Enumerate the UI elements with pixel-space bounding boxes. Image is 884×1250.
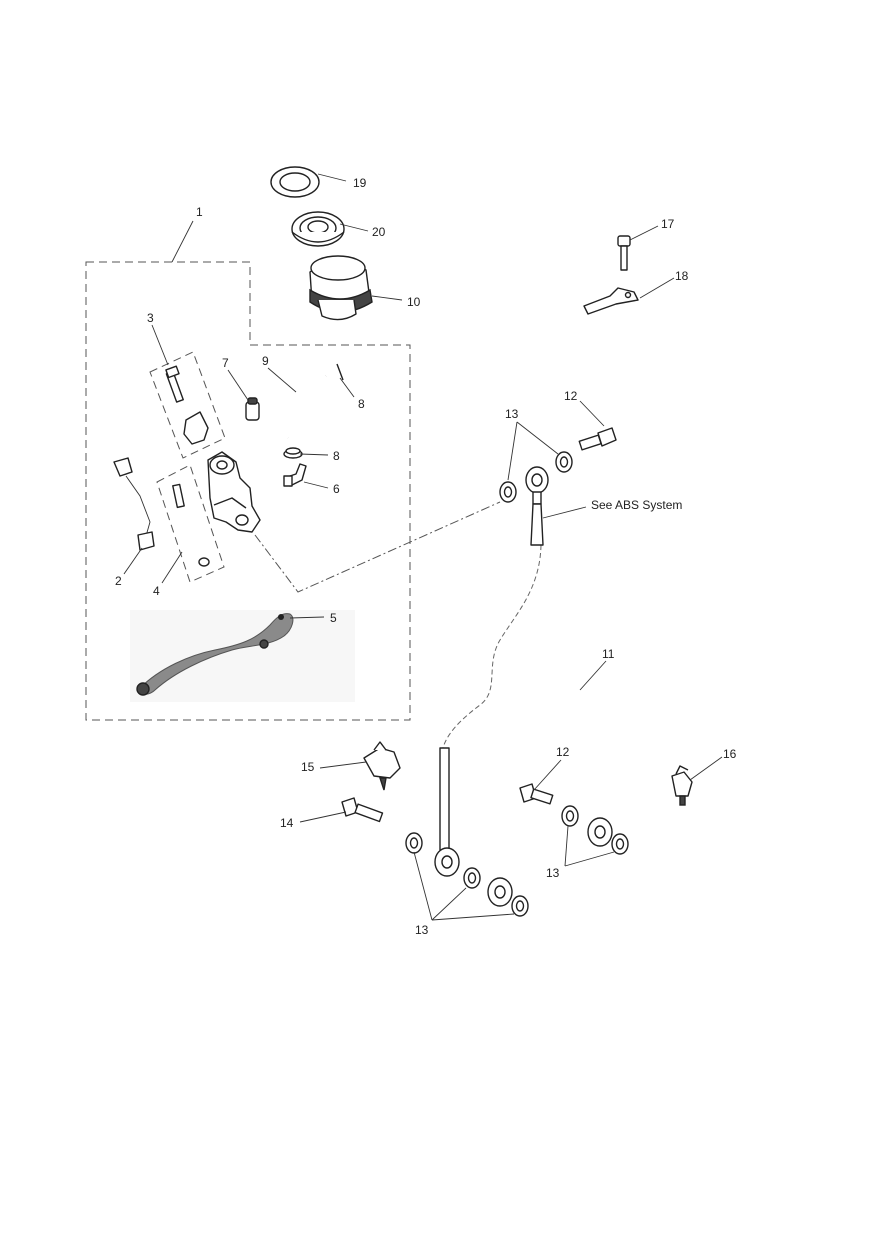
callout-13-right: 13	[546, 866, 560, 880]
callout-18: 18	[675, 269, 689, 283]
callout-20: 20	[372, 225, 386, 239]
part-7-cap	[245, 397, 260, 421]
part-12-banjo-bolt-upper	[578, 427, 617, 451]
callout-4: 4	[153, 584, 160, 598]
assembly-outline	[85, 261, 411, 721]
callout-13-upper: 13	[505, 407, 519, 421]
part-15-clip	[363, 741, 401, 791]
callout-16: 16	[723, 747, 737, 761]
part-3-clamp	[165, 365, 209, 445]
subgroup-3-box	[149, 351, 226, 459]
part-4-pivot	[172, 483, 210, 567]
callout-5: 5	[330, 611, 337, 625]
abs-system-reference: See ABS System	[591, 498, 682, 512]
callout-19: 19	[353, 176, 367, 190]
callout-7: 7	[222, 356, 229, 370]
part-8-clip-lower	[283, 447, 303, 459]
part-8-clip-upper	[336, 363, 344, 381]
callout-13-lower: 13	[415, 923, 429, 937]
callout-8-lower: 8	[333, 449, 340, 463]
callout-10: 10	[407, 295, 421, 309]
abs-hose-upper-end	[525, 466, 549, 546]
part-2-switch	[113, 457, 155, 551]
callout-1: 1	[196, 205, 203, 219]
callout-9: 9	[262, 354, 269, 368]
callout-17: 17	[661, 217, 675, 231]
part-6-elbow	[283, 463, 307, 487]
callout-11: 11	[602, 647, 615, 661]
callout-12-upper: 12	[564, 389, 578, 403]
callout-8-upper: 8	[358, 397, 365, 411]
part-18-bracket	[583, 287, 639, 315]
part-10-reservoir	[309, 255, 373, 321]
part-16-clip	[671, 765, 693, 806]
callout-12-lower: 12	[556, 745, 570, 759]
abs-hose-continuation	[441, 544, 542, 753]
callout-15: 15	[301, 760, 315, 774]
part-17-bolt	[617, 235, 631, 271]
hydraulic-line-path	[254, 501, 501, 593]
subgroup-4-box	[156, 464, 225, 583]
part-14-bolt	[341, 797, 384, 823]
callout-2: 2	[115, 574, 122, 588]
part-9-hose-inner	[284, 374, 328, 439]
part-5-lever	[130, 610, 355, 702]
callout-3: 3	[147, 311, 154, 325]
part-20-diaphragm	[291, 211, 345, 247]
leader-lines	[123, 173, 723, 921]
master-cylinder-body	[207, 451, 261, 533]
part-11-brake-hose	[434, 676, 613, 907]
part-12-banjo-bolt-lower	[519, 783, 554, 805]
part-13-washers-lower	[405, 805, 629, 917]
callout-14: 14	[280, 816, 294, 830]
part-13-washers-upper	[499, 451, 573, 503]
part-19-seal-ring	[270, 166, 320, 198]
callout-6: 6	[333, 482, 340, 496]
